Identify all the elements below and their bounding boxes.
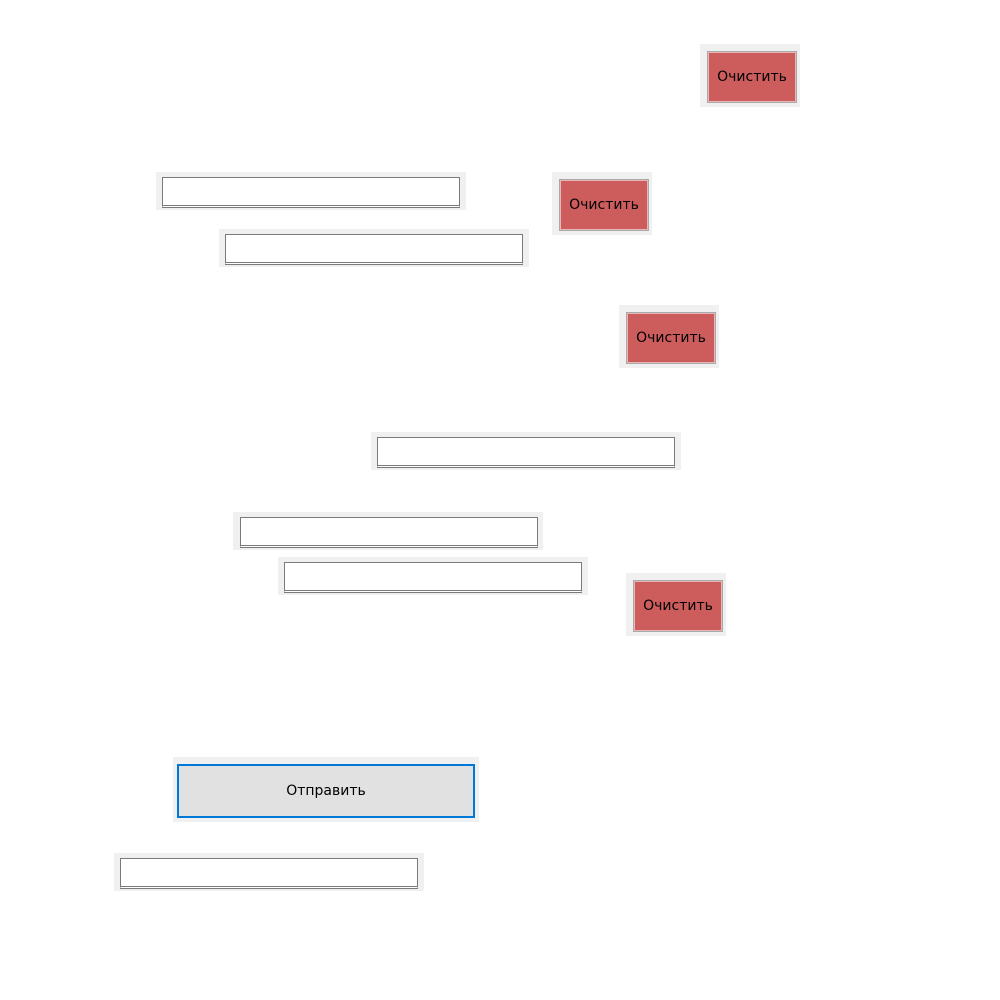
clear-button[interactable]: Очистить [626, 312, 716, 364]
clear-button[interactable]: Очистить [633, 580, 723, 632]
text-field[interactable] [377, 437, 675, 468]
text-field[interactable] [240, 517, 538, 548]
clear-button[interactable]: Очистить [559, 179, 649, 231]
text-field[interactable] [162, 177, 460, 208]
text-field[interactable] [284, 562, 582, 593]
clear-button[interactable]: Очистить [707, 51, 797, 103]
text-field[interactable] [225, 234, 523, 265]
submit-button[interactable]: Отправить [177, 764, 475, 818]
text-field[interactable] [120, 858, 418, 889]
